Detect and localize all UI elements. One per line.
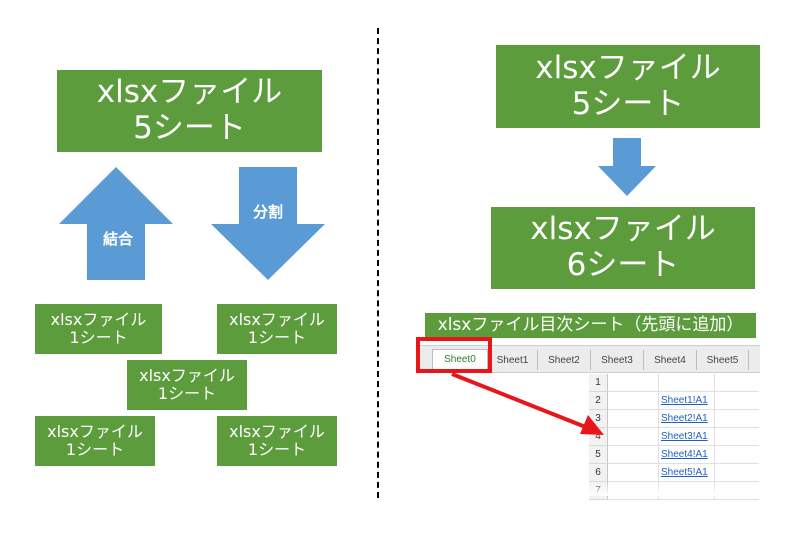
small-file-box: xlsxファイル 1シート xyxy=(35,304,162,354)
result-file-box: xlsxファイル 6シート xyxy=(491,207,755,289)
cell[interactable] xyxy=(608,374,659,392)
cell[interactable] xyxy=(715,482,759,500)
cell[interactable] xyxy=(715,392,759,410)
left-top-file-line2: 5シート xyxy=(133,110,246,146)
sheet-tab-bar: Sheet0 Sheet1 Sheet2 Sheet3 Sheet4 Sheet… xyxy=(418,345,760,373)
result-file-line2: 6シート xyxy=(566,247,680,283)
toc-sheet-label-text: xlsxファイル目次シート（先頭に追加） xyxy=(437,314,744,335)
row-number[interactable]: 5 xyxy=(589,446,608,464)
right-top-file-box: xlsxファイル 5シート xyxy=(496,45,760,128)
row-number[interactable]: 6 xyxy=(589,464,608,482)
sheet-tab-sheet4[interactable]: Sheet4 xyxy=(644,350,697,370)
sheet-link[interactable]: Sheet1!A1 xyxy=(659,392,715,410)
table-row: 6 Sheet5!A1 xyxy=(589,464,759,482)
small-file-line2: 1シート xyxy=(247,440,307,459)
merge-label: 結合 xyxy=(102,230,133,248)
result-file-line1: xlsxファイル xyxy=(530,211,716,248)
small-file-line1: xlsxファイル xyxy=(229,421,325,441)
small-file-box: xlsxファイル 1シート xyxy=(217,304,337,354)
cell[interactable] xyxy=(715,374,759,392)
highlight-box xyxy=(416,337,492,373)
left-top-file-box: xlsxファイル 5シート xyxy=(57,70,322,152)
down-arrow xyxy=(598,138,656,196)
small-file-line1: xlsxファイル xyxy=(229,309,325,329)
cell[interactable] xyxy=(608,392,659,410)
sheet-tab-sheet2[interactable]: Sheet2 xyxy=(538,350,591,370)
small-file-line1: xlsxファイル xyxy=(50,309,147,329)
small-file-box: xlsxファイル 1シート xyxy=(217,416,337,466)
sheet-link[interactable]: Sheet3!A1 xyxy=(659,428,715,446)
cell[interactable] xyxy=(715,428,759,446)
cell[interactable] xyxy=(608,410,659,428)
sheet-link[interactable] xyxy=(659,374,715,392)
cell[interactable] xyxy=(715,410,759,428)
right-top-file-line2: 5シート xyxy=(571,85,685,122)
split-down-arrow xyxy=(211,167,325,280)
left-top-file-line1: xlsxファイル xyxy=(96,74,283,111)
row-number[interactable]: 1 xyxy=(589,374,608,392)
cell[interactable] xyxy=(715,464,759,482)
small-file-box: xlsxファイル 1シート xyxy=(127,360,247,410)
cell[interactable] xyxy=(715,446,759,464)
small-file-line1: xlsxファイル xyxy=(139,365,235,385)
table-row: 1 xyxy=(589,374,759,392)
small-file-line2: 1シート xyxy=(157,384,217,403)
dashed-divider xyxy=(377,28,379,498)
cell[interactable] xyxy=(608,464,659,482)
grid-fade xyxy=(589,482,761,496)
small-file-line1: xlsxファイル xyxy=(47,421,143,441)
small-file-line2: 1シート xyxy=(247,328,307,347)
sheet-tab-sheet5[interactable]: Sheet5 xyxy=(697,350,749,370)
table-row: 2 Sheet1!A1 xyxy=(589,392,759,410)
sheet-tab-sheet3[interactable]: Sheet3 xyxy=(591,350,644,370)
cell[interactable] xyxy=(608,446,659,464)
split-label: 分割 xyxy=(252,203,283,221)
cell[interactable] xyxy=(608,428,659,446)
small-file-line2: 1シート xyxy=(65,440,125,459)
small-file-line2: 1シート xyxy=(69,328,128,347)
right-top-file-line1: xlsxファイル xyxy=(535,49,721,86)
row-number[interactable]: 2 xyxy=(589,392,608,410)
toc-sheet-label: xlsxファイル目次シート（先頭に追加） xyxy=(425,313,756,338)
sheet-link[interactable]: Sheet2!A1 xyxy=(659,410,715,428)
table-row: 5 Sheet4!A1 xyxy=(589,446,759,464)
sheet-link[interactable]: Sheet4!A1 xyxy=(659,446,715,464)
sheet-tab-sheet1[interactable]: Sheet1 xyxy=(488,350,538,370)
sheet-link[interactable]: Sheet5!A1 xyxy=(659,464,715,482)
small-file-box: xlsxファイル 1シート xyxy=(35,416,155,466)
merge-up-arrow xyxy=(59,167,173,280)
